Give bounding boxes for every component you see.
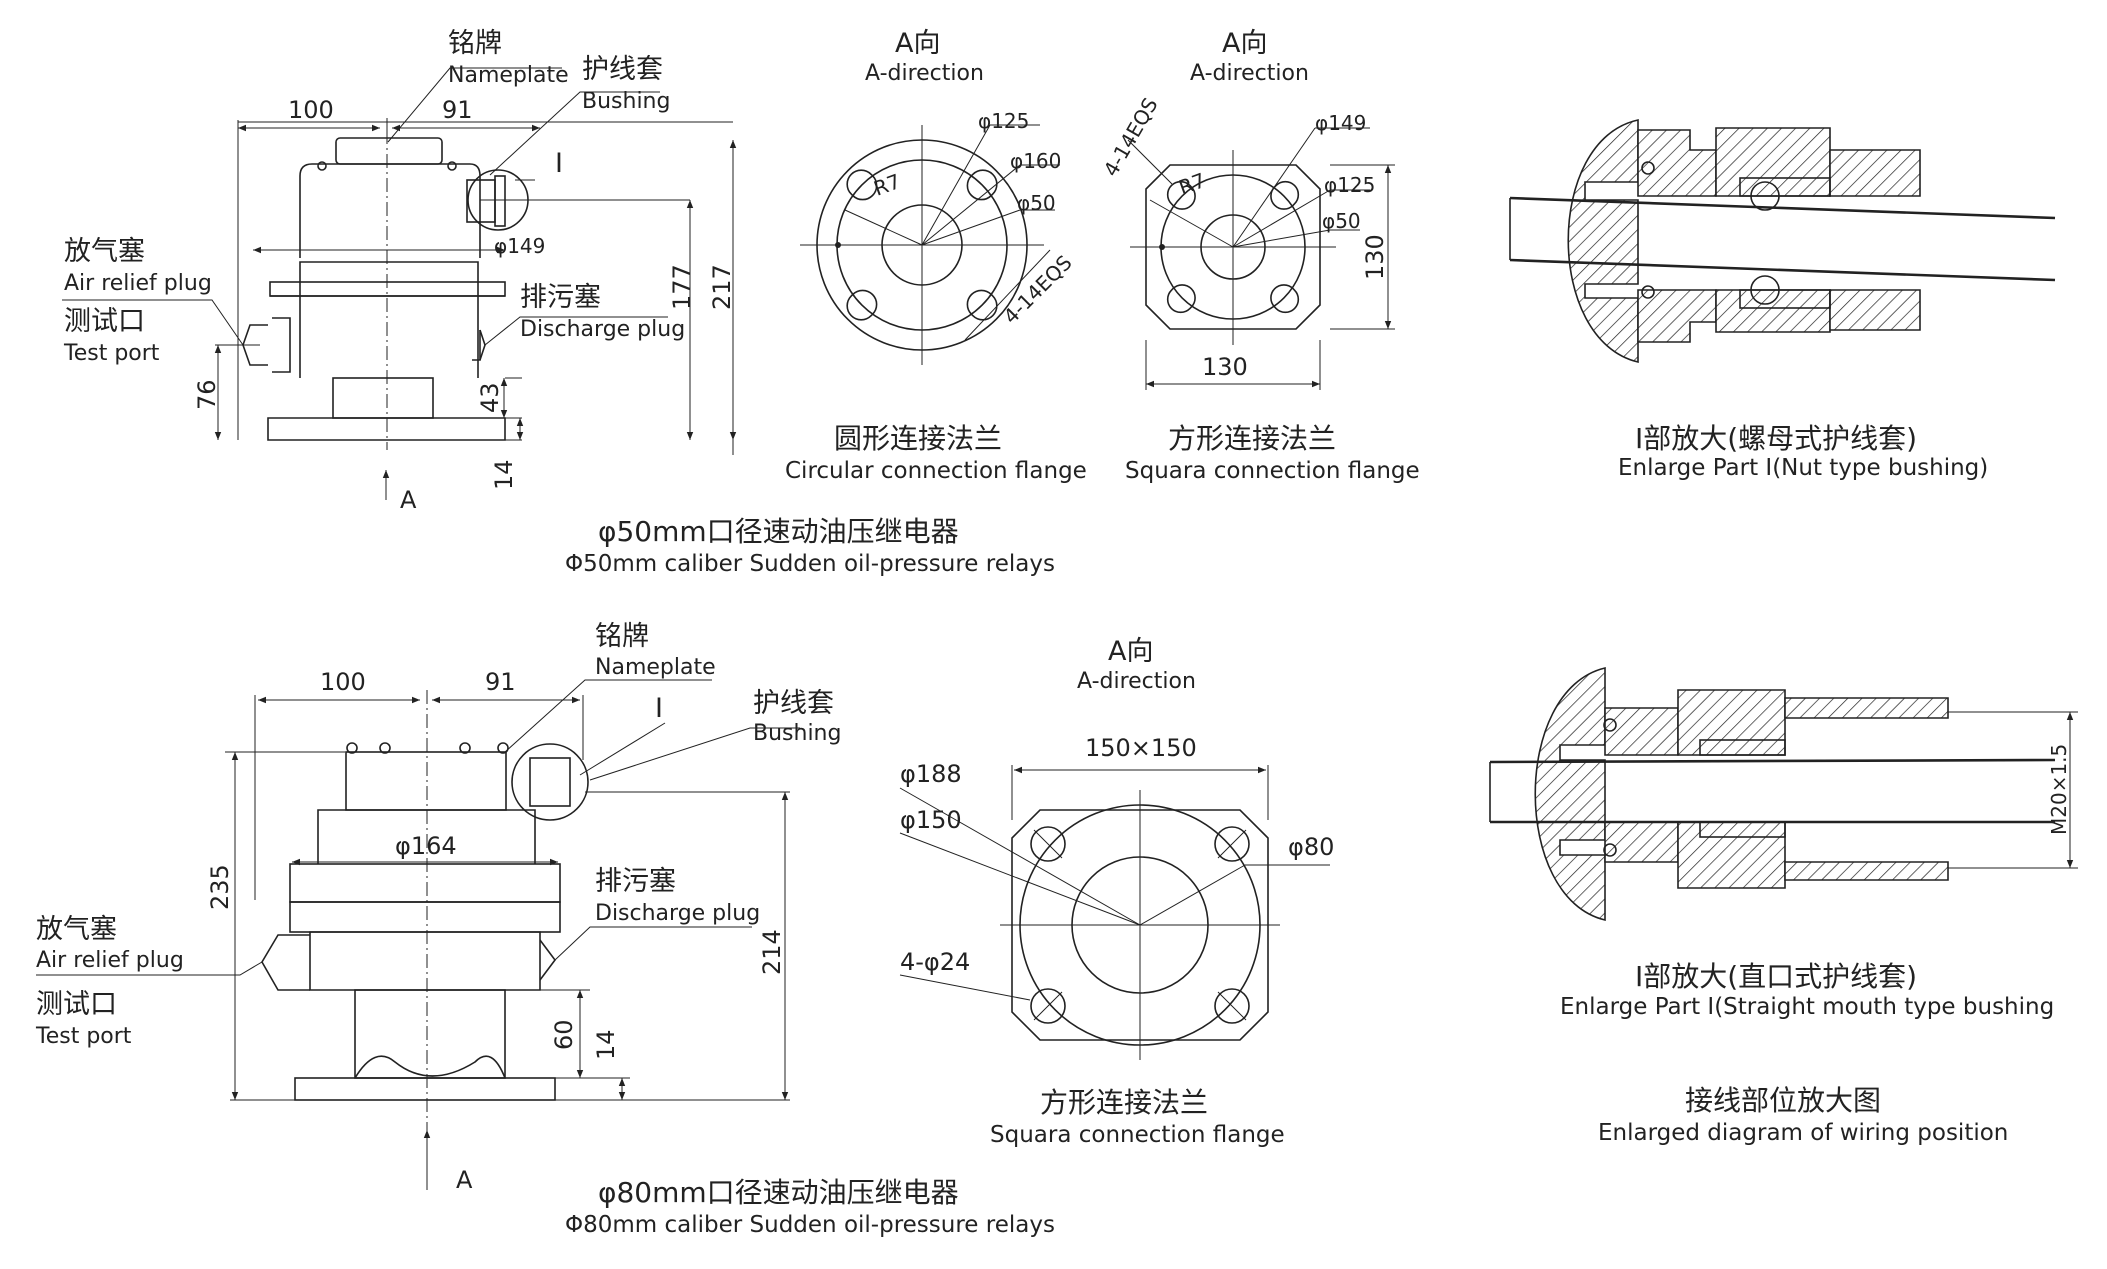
dim-14: 14: [490, 459, 518, 490]
circ-d160: φ160: [1010, 149, 1061, 173]
dim-d149: φ149: [494, 234, 545, 258]
dim-76: 76: [193, 379, 221, 410]
relay-50-title-cn: φ50mm口径速动油压继电器: [598, 515, 959, 548]
sq-w130: 130: [1202, 353, 1248, 381]
nameplate-80-cn: 铭牌: [595, 621, 649, 652]
enlarge-nut-labels: I部放大(螺母式护线套) Enlarge Part I(Nut type bus…: [1618, 422, 1988, 481]
test-port-cn: 测试口: [64, 306, 145, 337]
enlarge-straight-cn: I部放大(直口式护线套): [1635, 960, 1917, 993]
dim-100: 100: [288, 96, 334, 124]
discharge-en: Discharge plug: [520, 317, 685, 342]
dim80-100: 100: [320, 668, 366, 696]
air-relief-cn: 放气塞: [64, 236, 145, 267]
wiring-title-cn: 接线部位放大图: [1685, 1084, 1881, 1117]
sq-h130: 130: [1361, 234, 1389, 280]
nameplate-80-en: Nameplate: [595, 655, 716, 680]
relay-50-title-en: Φ50mm caliber Sudden oil-pressure relays: [565, 551, 1055, 577]
sq80-adir-cn: A向: [1108, 636, 1153, 667]
bushing-80-cn: 护线套: [753, 688, 834, 719]
discharge-80-cn: 排污塞: [595, 866, 676, 897]
circ-slots: 4-14EQS: [999, 250, 1077, 328]
sq80-title-cn: 方形连接法兰: [1040, 1086, 1208, 1119]
relay-80-side-view: [36, 679, 800, 1190]
sq-d50: φ50: [1322, 209, 1361, 233]
sq-d125: φ125: [1324, 173, 1375, 197]
sq80-d188: φ188: [900, 760, 962, 788]
air-relief-80-en: Air relief plug: [36, 948, 184, 973]
square-flange-view-50: [1127, 127, 1395, 390]
relay-50-labels: 铭牌 Nameplate 护线套 Bushing I 放气塞 Air relie…: [63, 28, 1055, 577]
enlarge-nut-en: Enlarge Part I(Nut type bushing): [1618, 455, 1988, 481]
circ-adir-cn: A向: [895, 28, 940, 59]
part-mark: I: [555, 148, 563, 179]
circ-d50: φ50: [1017, 191, 1056, 215]
dim80-91: 91: [485, 668, 516, 696]
sq-d149: φ149: [1315, 111, 1366, 135]
dim80-214: 214: [758, 929, 786, 975]
relay-80-title-en: Φ80mm caliber Sudden oil-pressure relays: [565, 1212, 1055, 1238]
sq80-size: 150×150: [1085, 734, 1197, 762]
dim80-d164: φ164: [395, 832, 457, 860]
air-relief-en: Air relief plug: [64, 271, 212, 296]
nameplate-cn: 铭牌: [448, 28, 502, 59]
sq80-adir-en: A-direction: [1077, 669, 1196, 694]
sq-slots: 4-14EQS: [1099, 94, 1163, 181]
enlarge-nut-cn: I部放大(螺母式护线套): [1635, 422, 1917, 455]
relay-80-labels: 铭牌 Nameplate I 护线套 Bushing 放气塞 Air relie…: [35, 621, 1055, 1238]
discharge-cn: 排污塞: [520, 282, 601, 313]
view-arrow-a: A: [400, 486, 417, 514]
part-mark-80: I: [655, 693, 663, 724]
test-port-80-cn: 测试口: [36, 989, 117, 1020]
sq-r7: R7: [1176, 168, 1209, 200]
circ-adir-en: A-direction: [865, 61, 984, 86]
wiring-title-en: Enlarged diagram of wiring position: [1598, 1120, 2008, 1146]
sq-title-en: Squara connection flange: [1125, 458, 1420, 484]
circ-title-cn: 圆形连接法兰: [834, 422, 1002, 455]
sq80-d80: φ80: [1288, 833, 1334, 861]
bushing-cn: 护线套: [582, 54, 663, 85]
enlarge-nut-bushing: [1509, 119, 2056, 364]
enlarge-straight-labels: M20×1.5 I部放大(直口式护线套) Enlarge Part I(Stra…: [1560, 744, 2071, 1146]
view-arrow-a-80: A: [456, 1166, 473, 1194]
enlarge-straight-bushing: [1489, 666, 2078, 922]
thread-m20: M20×1.5: [2047, 744, 2071, 835]
square-flange-80-labels: A向 A-direction 150×150 φ188 φ150 φ80 4-φ…: [900, 636, 1334, 1148]
test-port-en: Test port: [63, 341, 160, 366]
circular-flange-labels: A向 A-direction φ125 φ160 φ50 R7 4-14EQS …: [785, 28, 1087, 484]
sq80-title-en: Squara connection flange: [990, 1122, 1285, 1148]
circ-title-en: Circular connection flange: [785, 458, 1087, 484]
dim80-60: 60: [550, 1019, 578, 1050]
discharge-80-en: Discharge plug: [595, 901, 760, 926]
sq-title-cn: 方形连接法兰: [1168, 422, 1336, 455]
relay-80-title-cn: φ80mm口径速动油压继电器: [598, 1176, 959, 1209]
dim-177: 177: [668, 264, 696, 310]
bushing-en: Bushing: [582, 89, 670, 114]
dim80-14: 14: [592, 1029, 620, 1060]
square-flange-view-80: [899, 765, 1330, 1060]
test-port-80-en: Test port: [35, 1024, 132, 1049]
sq80-d150: φ150: [900, 806, 962, 834]
circular-flange-view: [800, 124, 1060, 365]
dim-43: 43: [476, 382, 504, 413]
enlarge-straight-en: Enlarge Part I(Straight mouth type bushi…: [1560, 994, 2054, 1020]
sq80-holes: 4-φ24: [900, 948, 970, 976]
bushing-80-en: Bushing: [753, 721, 841, 746]
sq-adir-en: A-direction: [1190, 61, 1309, 86]
dim80-235: 235: [206, 864, 234, 910]
dim-217: 217: [708, 264, 736, 310]
dim-91: 91: [442, 96, 473, 124]
circ-d125: φ125: [978, 109, 1029, 133]
nameplate-en: Nameplate: [448, 63, 569, 88]
sq-adir-cn: A向: [1222, 28, 1267, 59]
air-relief-80-cn: 放气塞: [36, 914, 117, 945]
relay-50-side-view: [62, 67, 737, 500]
